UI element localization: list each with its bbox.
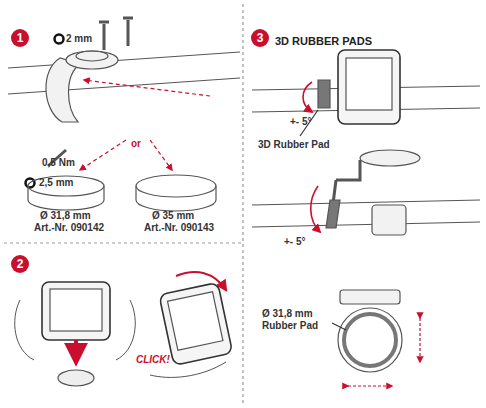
arrow [74,340,78,362]
mount [76,51,108,61]
screen [346,58,392,110]
ring [28,176,104,196]
label: Ø 31,8 mm Rubber Pad [262,308,324,331]
ring [136,175,216,197]
screw [104,20,128,50]
label: Art.-Nr. 090142 [34,222,104,234]
mount [340,290,400,304]
arrow [419,318,420,362]
label: 0,5 Nm [42,157,75,169]
screw [99,18,133,22]
ring [136,186,216,211]
label: 3D Rubber Pad [258,139,330,151]
device [338,50,400,124]
handlebar [252,200,480,227]
label: +- 5° [284,236,306,248]
label: 2,5 mm [39,177,73,189]
leader-line [332,323,346,330]
rubber-pad [344,314,396,366]
label: Art.-Nr. 090143 [144,222,214,234]
rubber-pad [318,80,330,108]
arrow [348,385,392,386]
device [159,282,233,365]
clamp [372,205,406,235]
arrow [80,140,126,170]
arrow [176,272,226,290]
arrow [311,186,320,232]
divider [242,4,243,404]
label: CLICK! [136,354,170,366]
step-number: 1 [11,29,29,47]
callout-number: 3 [251,29,269,47]
ring [28,186,104,210]
callout-number: 2 [11,255,29,273]
clamp [46,58,80,122]
arrow [150,140,172,170]
arrow [84,80,210,96]
screen [168,292,223,350]
rubber-pad [326,200,340,228]
label: Ø 31,8 mm [40,210,91,222]
arrow [303,82,312,112]
device [42,282,110,340]
step-number: 2 [11,255,29,273]
mount [360,150,420,166]
hex-icon [55,35,64,44]
label: +- 5° [290,116,312,128]
label: Ø 35 mm [152,210,194,222]
section-heading: 3D RUBBER PADS [275,32,372,50]
step-number: 33D RUBBER PADS [251,29,269,47]
mount [66,51,118,69]
clamp-ring [338,308,402,372]
mount [58,370,94,386]
screen [50,289,102,331]
label: or [131,138,141,150]
handlebar [8,52,240,94]
divider [4,242,243,243]
label: 2 mm [66,33,92,45]
callout-number: 1 [11,29,29,47]
